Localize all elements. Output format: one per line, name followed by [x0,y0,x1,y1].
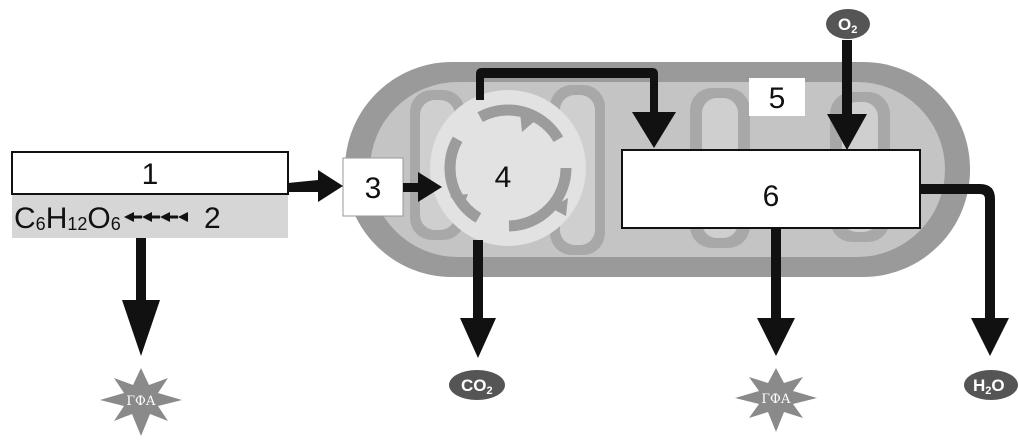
arrows [122,40,1009,358]
co2-badge: CO2 [449,370,505,400]
glucose-c-sub: 6 [36,214,46,234]
glucose-formula: C6H12O6 [14,202,121,235]
glucose-h: H [46,202,68,235]
glucose-o-sub: 6 [111,214,121,234]
arrow-1-to-3 [288,170,343,202]
box-3-label: 3 [365,172,382,205]
box-6-label: 6 [763,180,780,213]
box-5-label: 5 [769,82,786,115]
h2o-badge: H2O [964,370,1018,400]
starburst-icon: ГФА [735,368,817,432]
box-1-label: 1 [142,158,159,191]
energy-left-label: ГФА [126,394,155,409]
arrow-4-to-co2 [460,240,496,358]
arrow-o2-to-6 [827,40,867,150]
box-1 [11,151,289,195]
arrow-6-to-atp [757,228,795,356]
cycle-icon [430,90,586,246]
glucose-o: O [87,202,110,235]
svg-text:CO2: CO2 [461,376,493,397]
arrow-4-to-6 [476,68,676,148]
svg-text:O2: O2 [838,15,857,36]
box-5 [749,78,805,116]
arrow-6-to-h2o [920,184,1009,356]
box-4-label: 4 [495,161,512,194]
arrow-glycolysis-down [122,238,160,356]
box-2-label: 2 [204,202,221,235]
glycolysis-arrows [124,212,188,222]
starburst-icon: ГФА [100,368,182,436]
svg-text:H2O: H2O [973,376,1005,397]
o2-badge: O2 [826,9,870,39]
glucose-c: C [14,202,36,235]
box-6 [621,149,921,229]
glucose-h-sub: 12 [67,214,87,234]
arrow-3-to-4 [403,172,442,202]
energy-right-label: ГФА [761,392,790,407]
